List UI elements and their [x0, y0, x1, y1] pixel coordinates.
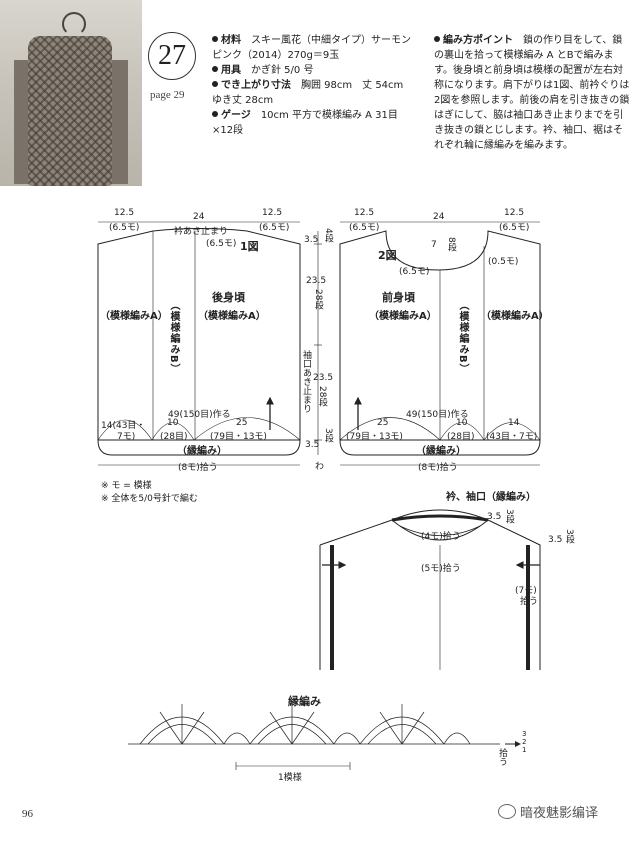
front-bot-mid: 10	[456, 418, 468, 428]
front-neck-rows: 8段	[446, 237, 456, 252]
front-bot-left: 25	[377, 418, 389, 428]
back-pattern-b: （模様編みB）	[168, 300, 179, 375]
front-shoulder-sub: (0.5モ)	[488, 257, 519, 267]
edging-row-3: 3	[522, 730, 527, 738]
back-bot-right2: (79目・13モ)	[210, 432, 267, 442]
collar-outer-pickup: (5モ)拾う	[421, 564, 461, 574]
back-edging-label: （縁編み）	[177, 446, 227, 457]
side-sleeve-open: 袖口あき止まり	[301, 350, 311, 413]
cuff-d2s: 3段	[564, 529, 574, 544]
side-d4s: 3段	[323, 428, 333, 443]
front-neck-depth: 7	[431, 240, 437, 250]
front-bot-right: 14	[508, 418, 520, 428]
back-width-note: 49(150目)作る	[168, 410, 231, 420]
howto-label: 編み方ポイント	[443, 35, 513, 46]
edging-pickup: 拾う	[497, 748, 507, 766]
cuff-d2: 3.5	[548, 535, 563, 545]
back-body-outline	[97, 228, 301, 456]
back-title: 後身頃	[212, 291, 245, 304]
front-top-right-dim: 12.5	[504, 208, 525, 218]
pattern-number: 27	[148, 32, 196, 80]
left-sleeve-shape	[14, 60, 32, 184]
back-bot-right: 25	[236, 418, 248, 428]
hanger-icon	[62, 12, 86, 36]
cuff-pickup2: 拾う	[520, 597, 539, 607]
edging-repeat: 1模様	[278, 773, 302, 783]
front-edging-label: （縁編み）	[416, 446, 466, 457]
front-bot-left2: (79目・13モ)	[346, 432, 403, 442]
spec-gauge: ゲージ 10cm 平方で模様編み A 31目×12段	[212, 110, 398, 136]
edging-row-2: 2	[522, 738, 527, 746]
back-bot-left: 14(43目・	[101, 421, 146, 431]
front-top-right-sub: (6.5モ)	[499, 223, 530, 233]
side-d4: 3.5	[305, 440, 320, 450]
back-top-mid-dim: 24	[193, 212, 205, 222]
collar-d1s: 3段	[504, 509, 514, 524]
front-pattern-a-center: （模様編みA）	[369, 311, 437, 322]
side-d1s: 4段	[323, 228, 333, 243]
side-d2: 23.5	[306, 276, 327, 286]
back-top-left-sub: (6.5モ)	[109, 223, 140, 233]
back-top-right-sub: (6.5モ)	[259, 223, 290, 233]
back-top-right-dim: 12.5	[262, 208, 283, 218]
back-pattern-a-center: （模様編みA）	[198, 311, 266, 322]
front-title: 前身頃	[382, 291, 415, 304]
collar-inner-pickup: (4モ)拾う	[421, 532, 461, 542]
back-bot-mid2: (28目)	[160, 432, 188, 442]
vest-shape	[28, 36, 112, 186]
front-bot-mid2: (28目)	[447, 432, 475, 442]
back-pattern-a-left: （模様編みA）	[100, 311, 168, 322]
wechat-icon	[498, 804, 516, 819]
back-bot-left2: 7モ)	[117, 432, 136, 442]
front-pattern-b: （模様編みB）	[457, 300, 468, 375]
page-reference: page 29	[150, 89, 185, 101]
edging-scallops	[139, 704, 471, 745]
cuff-pickup: (7モ)	[515, 586, 537, 596]
side-d2s: 28段	[313, 289, 323, 310]
back-neck-sub: (6.5モ)	[206, 239, 237, 249]
back-collar-open: 衿あき止まり	[174, 227, 229, 237]
front-body-outline	[339, 230, 541, 456]
watermark: 暗夜魅影编译	[498, 802, 598, 821]
back-fig-ref: 1図	[240, 240, 259, 253]
watermark-text: 暗夜魅影编译	[520, 806, 599, 821]
spec-size: でき上がり寸法 胸囲 98cm 丈 54cm ゆき丈 28cm	[212, 80, 414, 106]
front-bot-right2: (43目・7モ)	[486, 432, 538, 442]
front-top-left-dim: 12.5	[354, 208, 375, 218]
edging-row-1: 1	[522, 746, 527, 754]
note-1: ※ モ = 模様	[101, 481, 152, 491]
back-pickup: (8モ)拾う	[178, 463, 218, 473]
front-pickup: (8モ)拾う	[418, 463, 458, 473]
garment-photo	[0, 0, 142, 186]
howto-block: 編み方ポイント 鎖の作り目をして、鎖の裏山を拾って模様編み A とBで編みます。…	[434, 33, 630, 153]
front-fig-ref: 2図	[378, 249, 397, 262]
howto-text: 鎖の作り目をして、鎖の裏山を拾って模様編み A とBで編みます。後身頃と前身頃は…	[434, 35, 630, 151]
side-d5: わ	[315, 462, 325, 472]
side-d3: 23.5	[313, 373, 334, 383]
side-d3s: 28段	[317, 386, 327, 407]
collar-title: 衿、袖口（縁編み）	[446, 492, 536, 503]
edging-chart-title: 縁編み	[288, 695, 321, 708]
spec-tools: 用具 かぎ針 5/0 号	[212, 63, 417, 78]
front-neck-sub: (6.5モ)	[399, 267, 430, 277]
front-pattern-a-right: （模様編みA）	[481, 311, 549, 322]
front-top-mid-dim: 24	[433, 212, 445, 222]
back-bot-mid: 10	[167, 418, 179, 428]
spec-list: 材料 スキー風花（中細タイプ）サーモンピンク（2014）270g＝9玉 用具 か…	[212, 33, 417, 138]
note-2: ※ 全体を5/0号針で編む	[101, 494, 198, 504]
right-sleeve-shape	[110, 60, 128, 184]
back-top-left-dim: 12.5	[114, 208, 135, 218]
side-d1: 3.5	[304, 235, 319, 245]
page-number: 96	[22, 808, 33, 820]
front-top-left-sub: (6.5モ)	[349, 223, 380, 233]
front-width-note: 49(150目)作る	[406, 410, 469, 420]
collar-d1: 3.5	[487, 512, 502, 522]
spec-material: 材料 スキー風花（中細タイプ）サーモンピンク（2014）270g＝9玉	[212, 35, 411, 61]
